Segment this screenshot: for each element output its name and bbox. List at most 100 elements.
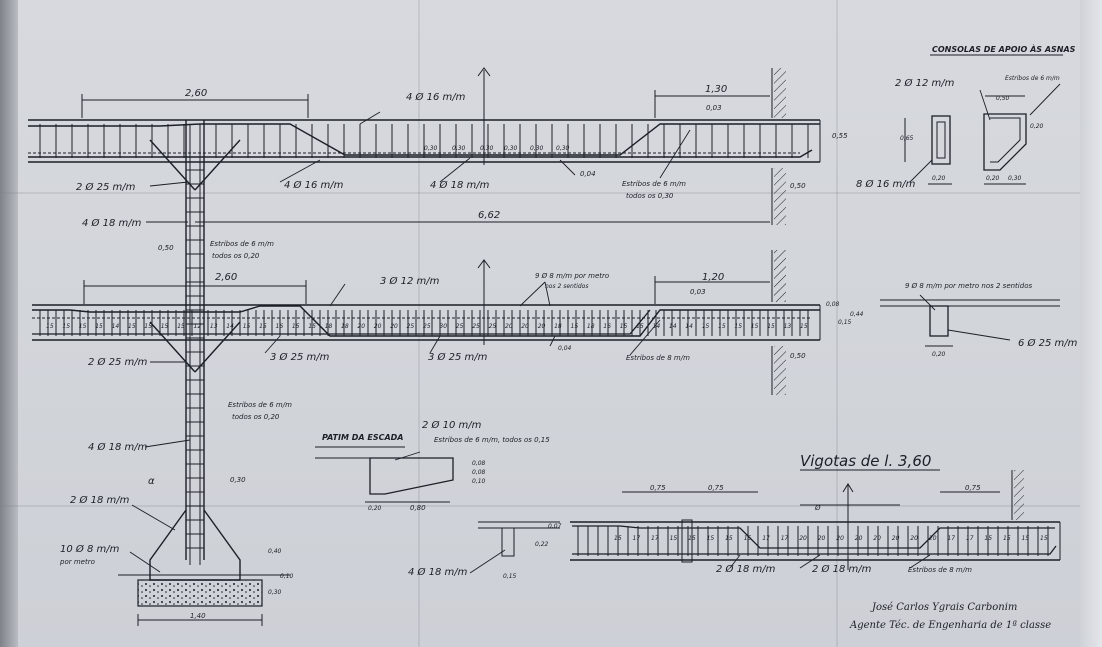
spacing-label: 0,30	[504, 145, 518, 152]
dim-label: 0,15	[838, 319, 852, 326]
stirrups-spacing: todos os 0,20	[212, 252, 260, 260]
stirrup-count: 20	[505, 323, 513, 330]
stirrup-count: 15	[767, 323, 775, 330]
stirrup-count: 12	[194, 323, 202, 330]
stirrup-count: 15	[614, 535, 622, 542]
stirrup-count: 15	[1003, 535, 1011, 542]
dim-label: 6,62	[478, 210, 500, 221]
slab-section	[880, 299, 1060, 347]
stirrup-count: 14	[226, 323, 234, 330]
spacing-label: 0,30	[530, 145, 544, 152]
slab-beam-stirrups	[39, 310, 809, 336]
stirrup-count: 18	[554, 323, 562, 330]
fold-line	[836, 0, 838, 647]
stirrup-count: 15	[718, 323, 726, 330]
stirrup-count: 25	[456, 323, 464, 330]
dim-label: 0,03	[690, 288, 706, 296]
dim-label: 0,20	[368, 505, 382, 512]
rebar-label: 9 Ø 8 m/m por metro nos 2 sentidos	[905, 282, 1032, 290]
rebar-label: 4 Ø 18 m/m	[408, 566, 468, 578]
stirrup-count: 20	[538, 323, 546, 330]
dim-label: 0,20	[932, 175, 946, 182]
consolas-title: CONSOLAS DE APOIO ÀS ASNAS	[932, 44, 1076, 54]
fold-line	[0, 192, 1102, 194]
stirrup-count: 15	[744, 535, 752, 542]
stirrup-count: 15	[636, 323, 644, 330]
dim-label: 0,08	[472, 460, 486, 467]
stirrup-count: 15	[571, 323, 579, 330]
dim-label: 0,80	[410, 504, 426, 512]
stirrup-count: 15	[292, 323, 300, 330]
stirrups-spacing: todos os 0,20	[232, 413, 280, 421]
stirrups-label: Estribos de 6 m/m	[228, 401, 292, 409]
rebar-label: 4 Ø 18 m/m	[82, 217, 142, 229]
stirrups-spacing: todos os 0,30	[626, 192, 674, 200]
stirrup-count: 20	[910, 535, 918, 542]
stirrup-count: 15	[1040, 535, 1048, 542]
stirrup-count: 18	[341, 323, 349, 330]
stirrup-count: 20	[521, 323, 529, 330]
stirrup-count: 14	[669, 323, 677, 330]
section-mark: Ø	[814, 504, 821, 512]
slab-beam	[32, 304, 821, 373]
wall	[771, 68, 786, 225]
dim-label: 0,50	[790, 182, 806, 190]
stirrup-count: 15	[725, 535, 733, 542]
rebar-label: 9 Ø 8 m/m por metro	[535, 272, 609, 280]
wall	[771, 250, 786, 395]
stirrup-count: 30	[439, 323, 447, 330]
stirrup-count: 20	[390, 323, 398, 330]
dim-label: 0,10	[472, 478, 486, 485]
dim-label: 0,75	[650, 484, 666, 492]
dim-label: 1,20	[702, 272, 724, 283]
stirrup-count: 15	[62, 323, 70, 330]
dim-label: 0,30	[268, 589, 282, 596]
fold-line	[0, 505, 1102, 507]
spacing-label: 0,30	[556, 145, 570, 152]
stirrup-count: 14	[112, 323, 120, 330]
rebar-label: 2 Ø 12 m/m	[895, 77, 955, 89]
stirrup-count: 15	[243, 323, 251, 330]
rebar-label: 2 Ø 10 m/m	[422, 419, 482, 431]
vigotas-beam	[478, 485, 1061, 570]
stirrup-count: 15	[800, 323, 808, 330]
consolas-section	[904, 95, 1027, 185]
rebar-label: 4 Ø 18 m/m	[88, 441, 148, 453]
stirrup-count: 15	[751, 323, 759, 330]
signature-line-2: Agente Téc. de Engenharia de 1ª classe	[849, 620, 1051, 631]
rebar-label: 3 Ø 25 m/m	[428, 351, 488, 363]
dim-label: 0,40	[268, 548, 282, 555]
wall	[1011, 470, 1024, 520]
spacing-label: 0,30	[424, 145, 438, 152]
stirrup-count: 25	[489, 323, 497, 330]
dim-label: 0,20	[932, 351, 946, 358]
column	[185, 120, 205, 565]
labels: CONSOLAS DE APOIO ÀS ASNAS 2,60 1,30 4 Ø…	[59, 44, 1078, 631]
stirrups-label: Estribos de 6 m/m	[622, 180, 686, 188]
rebar-label: 2 Ø 18 m/m	[716, 563, 776, 575]
stirrup-count: 20	[836, 535, 844, 542]
patim-section	[315, 446, 454, 503]
dim-label: 0,30	[1008, 175, 1022, 182]
stirrup-count: 15	[259, 323, 267, 330]
dim-label: 0,08	[826, 301, 840, 308]
stirrup-count: 16	[603, 323, 611, 330]
dim-label: 0,10	[280, 573, 294, 580]
stirrup-count: 15	[144, 323, 152, 330]
rebar-label: 3 Ø 25 m/m	[270, 351, 330, 363]
stirrup-count: 14	[653, 323, 661, 330]
dim-label: 1,40	[190, 612, 206, 620]
stirrup-count: 15	[79, 323, 87, 330]
stirrup-count: 20	[799, 535, 807, 542]
stirrup-count: 15	[46, 323, 54, 330]
stirrup-count: 15	[1022, 535, 1030, 542]
stirrup-count: 16	[276, 323, 284, 330]
dim-label: 0,03	[706, 104, 722, 112]
rebar-note: por metro	[59, 558, 95, 566]
stirrup-count: 25	[407, 323, 415, 330]
dim-label: 2,60	[215, 272, 237, 283]
stirrups-label: Estribos de 6 m/m	[210, 240, 274, 248]
stirrup-count: 20	[873, 535, 881, 542]
